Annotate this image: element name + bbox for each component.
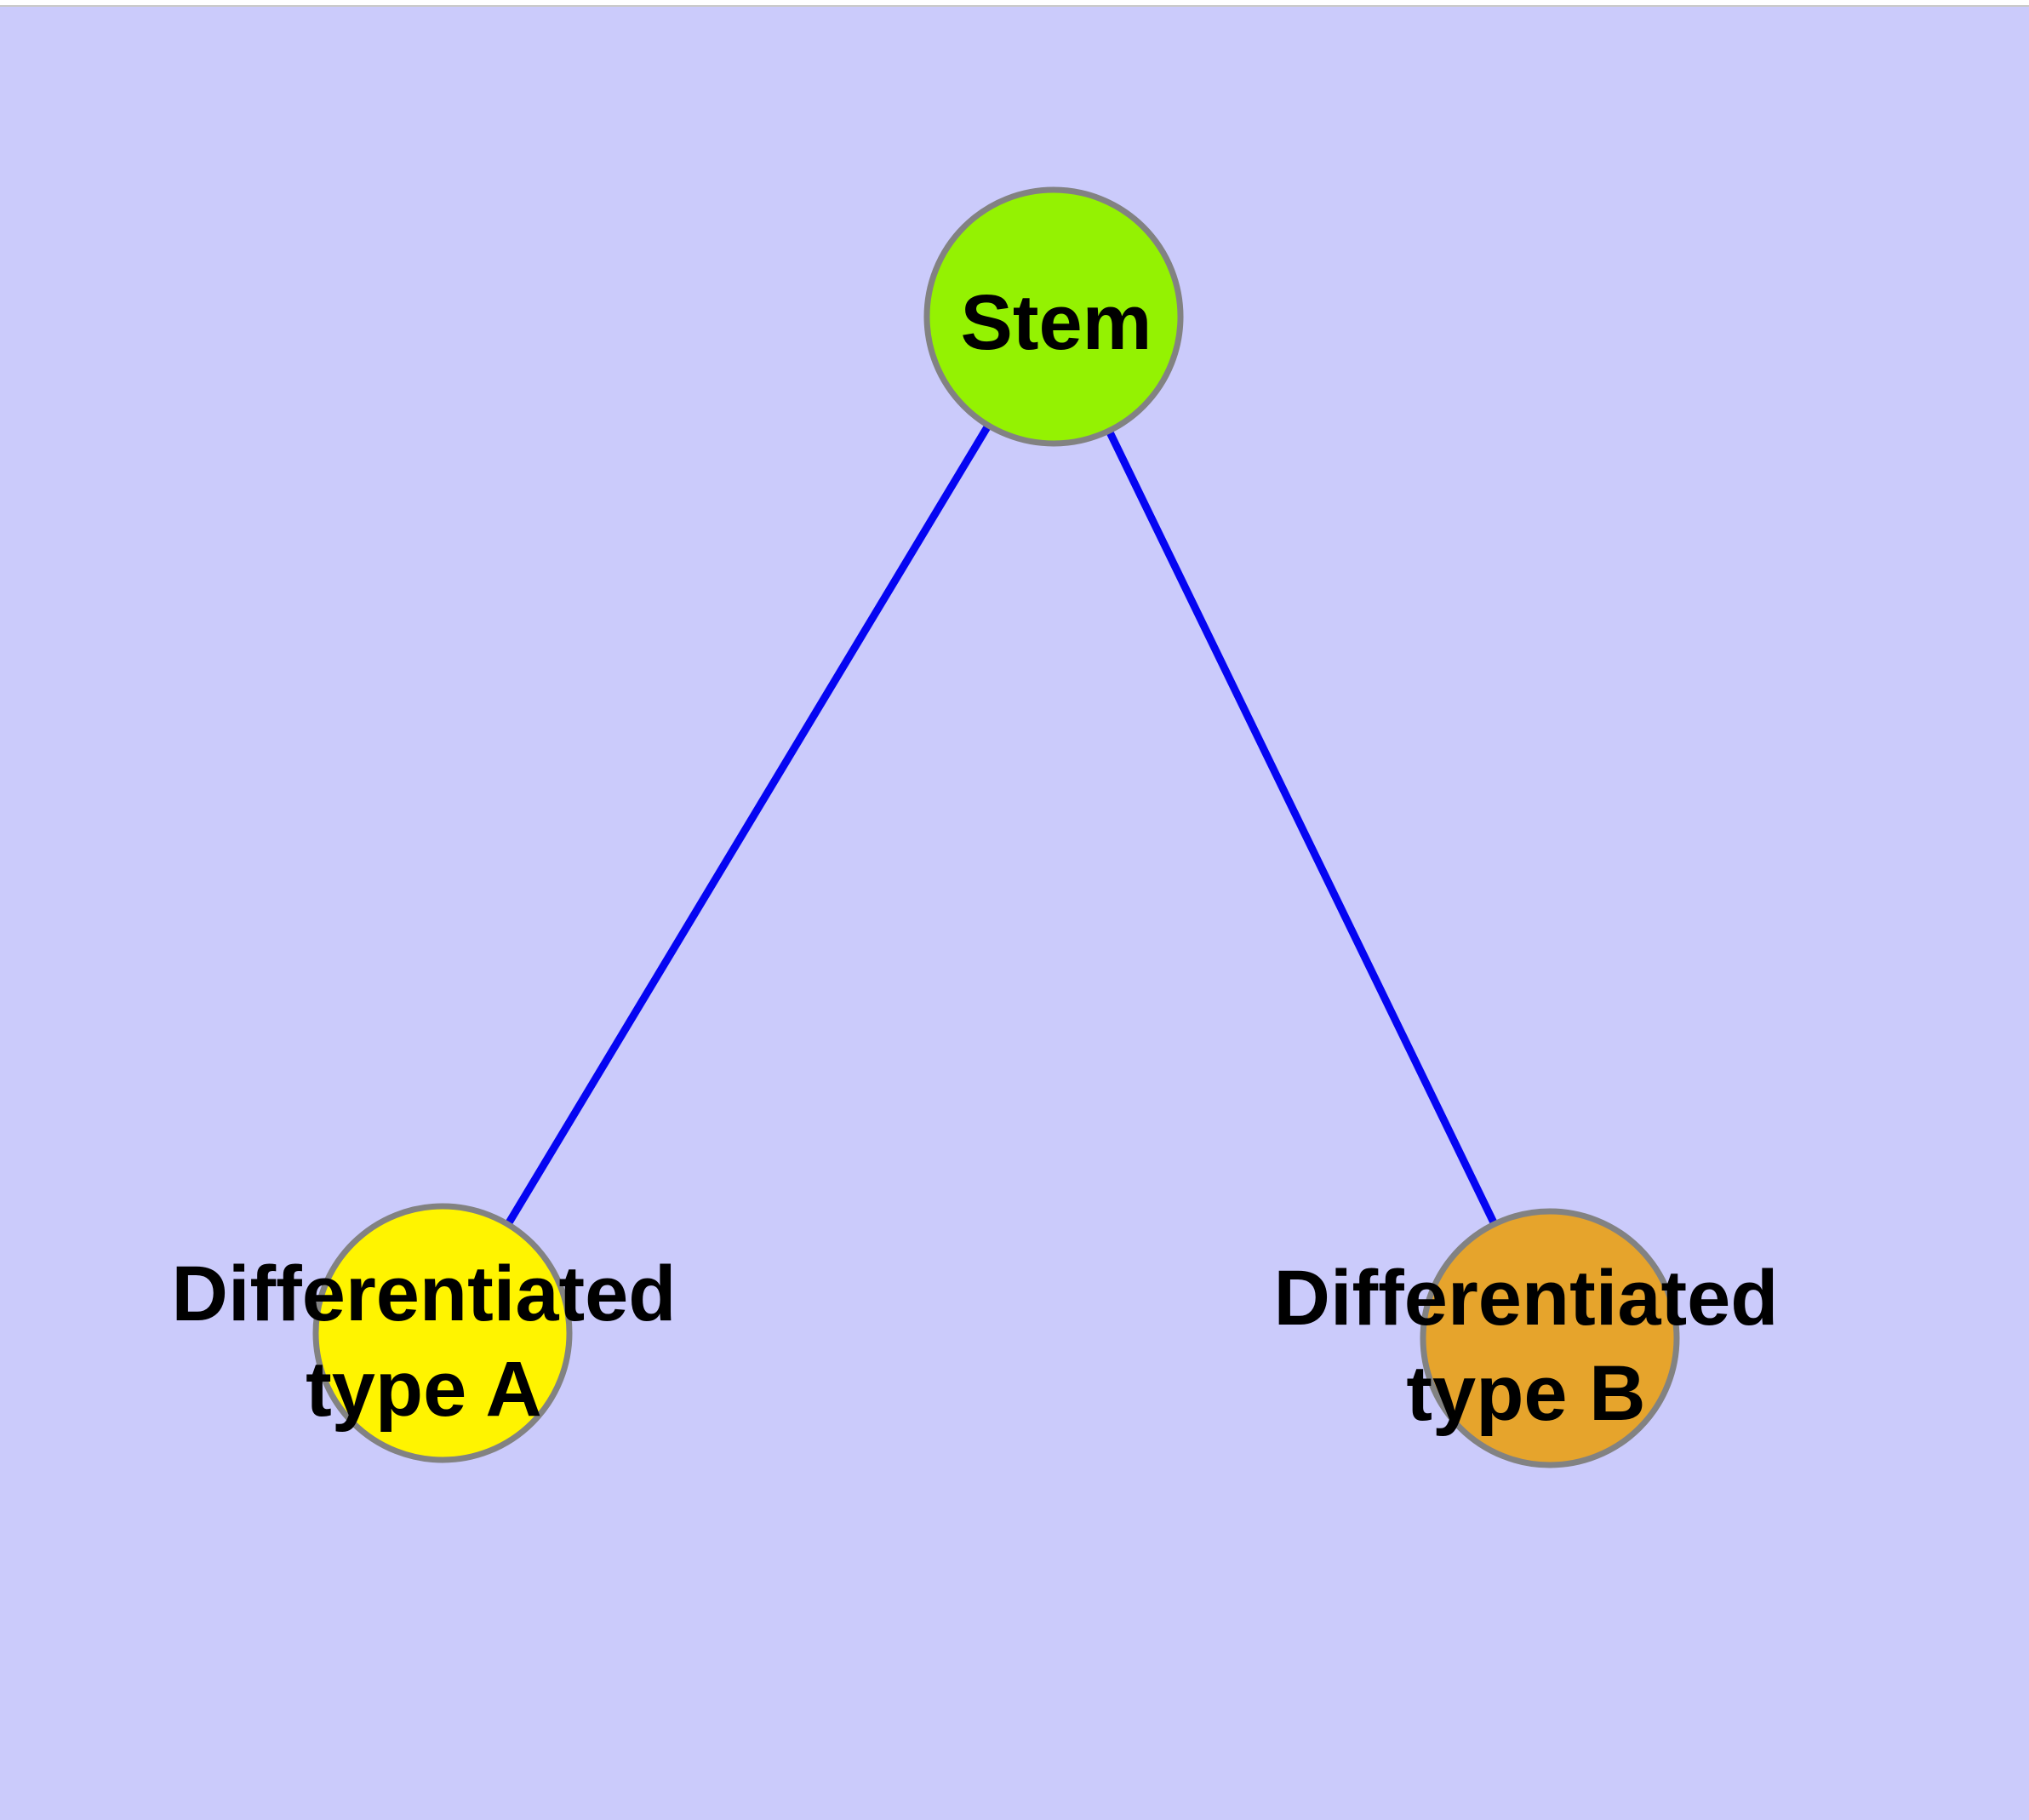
node-differentiated-type-b-label-line-1: Differentiated [1274, 1255, 1779, 1342]
window-top-hairline [0, 5, 2029, 7]
node-stem-label-line-1: Stem [961, 279, 1152, 366]
node-stem [923, 186, 1184, 447]
node-differentiated-type-b-label-line-2: type B [1406, 1350, 1645, 1437]
node-differentiated-type-a-label: Differentiated type A [172, 1251, 677, 1433]
edge-stem-to-differentiated-type-b [1049, 315, 1554, 1340]
node-differentiated-type-a-label-line-1: Differentiated [172, 1251, 677, 1337]
edge-stem-to-differentiated-type-a [439, 314, 1057, 1336]
window-top-strip [0, 0, 2029, 5]
node-differentiated-type-a [312, 1203, 573, 1463]
node-differentiated-type-a-label-line-2: type A [306, 1346, 542, 1433]
node-differentiated-type-b [1420, 1208, 1680, 1468]
node-stem-label: Stem [961, 279, 1152, 366]
